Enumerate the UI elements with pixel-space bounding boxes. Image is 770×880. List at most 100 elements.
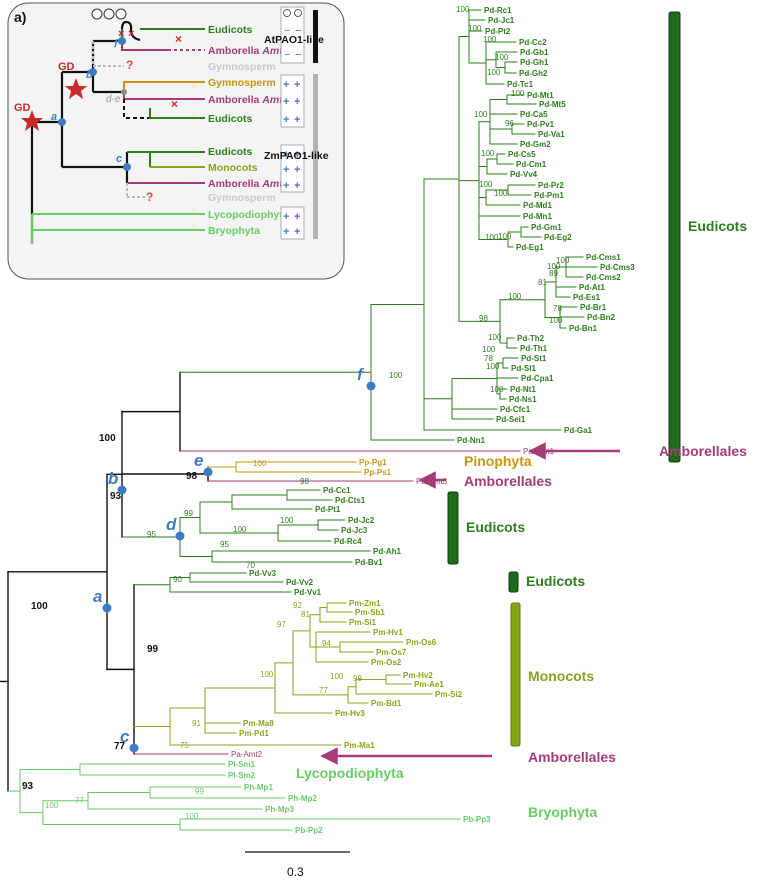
support-value: 100 — [45, 801, 59, 810]
zmpao-bar — [313, 74, 318, 239]
leaf-label: Pd-Jc3 — [341, 526, 368, 535]
leaf-label: Pd-Cc1 — [323, 486, 351, 495]
leaf-label: Pd-Eg2 — [544, 233, 572, 242]
support-value: 100 — [468, 24, 482, 33]
support-value: 81 — [538, 278, 547, 287]
leaf-label: Pd-Mn1 — [523, 212, 552, 221]
node-a-letter: a — [93, 587, 102, 606]
leaf-label: Pd-Pt2 — [485, 27, 511, 36]
state-box: + + + + + + — [280, 74, 305, 128]
support-value: 97 — [277, 620, 286, 629]
svg-text:+: + — [294, 79, 300, 91]
loss-x-icon: × — [175, 32, 182, 46]
clade-label: Amborellales — [528, 749, 616, 765]
svg-text:+: + — [294, 96, 300, 108]
node-letter: b — [86, 69, 93, 81]
svg-text:+: + — [294, 164, 300, 176]
support-value: 78 — [484, 354, 493, 363]
leaf-label: Pb-Pp2 — [295, 826, 323, 835]
leaf-label: Pd-Ns1 — [509, 395, 537, 404]
leaf-label: Pl-Sm1 — [228, 760, 256, 769]
gd-label: GD — [14, 102, 31, 114]
leaf-label: Pa-Amt2 — [231, 750, 263, 759]
node-dot — [121, 89, 127, 95]
leaf-label: Pd-Rc1 — [484, 6, 512, 15]
clade-label: Eudicots — [526, 573, 585, 589]
gd-star-icon — [21, 110, 43, 131]
leaf-label: Pm-Ma1 — [344, 741, 375, 750]
leaf-label: Pm-Ma8 — [243, 719, 274, 728]
leaf-label: Pd-Nn1 — [457, 436, 486, 445]
support-value: 77 — [114, 741, 126, 752]
leaf-label: Pd-Bn2 — [587, 313, 616, 322]
svg-text:−: − — [295, 49, 301, 61]
support-value: 94 — [322, 639, 331, 648]
leaf-label: Pd-Th1 — [520, 344, 548, 353]
support-value: 70 — [246, 561, 255, 570]
leaf-label: Pd-Gh2 — [519, 69, 548, 78]
support-value: 100 — [474, 110, 488, 119]
node-c-letter: c — [120, 727, 130, 746]
support-value: 100 — [511, 89, 525, 98]
inset-taxon: Eudicots — [208, 113, 252, 125]
inset-taxon: Eudicots — [208, 24, 252, 36]
leaf-label: Pp-Pg1 — [359, 458, 387, 467]
node-dot — [123, 163, 131, 171]
leaf-label: Pd-Pt1 — [315, 505, 341, 514]
leaf-label: Pd-Cs5 — [508, 150, 536, 159]
inset-taxon: Eudicots — [208, 146, 252, 158]
clade-label: Amborellales — [464, 473, 552, 489]
svg-text:+: + — [283, 180, 289, 192]
inset-panel: a) — [7, 2, 345, 280]
leaf-label: Pm-Si1 — [349, 618, 377, 627]
node-letter: a — [51, 111, 57, 123]
support-value: 91 — [192, 719, 201, 728]
leaf-label: Pd-Jc1 — [488, 16, 515, 25]
support-value: 99 — [195, 787, 204, 796]
support-value: 100 — [483, 35, 497, 44]
support-value: 100 — [456, 5, 470, 14]
leaf-label: Pd-Rc4 — [334, 537, 362, 546]
leaf-label: Pd-Bn1 — [569, 324, 598, 333]
leaf-label: Pd-Pr2 — [538, 181, 564, 190]
eudicots-bar — [447, 491, 459, 565]
eudicots-bar — [508, 571, 519, 593]
support-value: 100 — [481, 149, 495, 158]
leaf-label: Pd-Vv2 — [286, 578, 314, 587]
state-box: + + + + — [280, 206, 305, 240]
group-label-zmpao: ZmPAO1-like — [264, 150, 329, 162]
node-b-dot — [117, 485, 127, 495]
leaf-label: Pd-Th2 — [517, 334, 545, 343]
scale-label: 0.3 — [287, 865, 304, 879]
leaf-label: Pd-Ah1 — [373, 547, 402, 556]
leaf-label: Pd-Sl1 — [511, 364, 536, 373]
support-value: 100 — [31, 601, 48, 612]
support-value: 96 — [505, 119, 514, 128]
support-value: 93 — [110, 491, 122, 502]
loss-x-icon: × — [171, 97, 178, 111]
node-dot — [118, 37, 126, 45]
leaf-label: Pm-Hv1 — [373, 628, 403, 637]
leaf-label: Pd-Eg1 — [516, 243, 544, 252]
state-box: + + + + + + — [280, 144, 305, 193]
leaf-label: Pd-Ga1 — [564, 426, 593, 435]
unknown-icon: ? — [146, 190, 153, 204]
leaf-label: Pm-Os6 — [406, 638, 437, 647]
leaf-label: Pd-Cts1 — [335, 496, 366, 505]
node-f-dot — [366, 381, 376, 391]
leaf-label: Pp-Ps1 — [364, 468, 392, 477]
support-value: 99 — [147, 644, 159, 655]
support-value: 98 — [300, 477, 309, 486]
svg-text:+: + — [283, 164, 289, 176]
leaf-label: Pd-Nt1 — [510, 385, 536, 394]
inset-taxon: Gymnosperm — [208, 77, 276, 89]
svg-text:+: + — [294, 114, 300, 126]
state-circle-icon — [91, 8, 127, 20]
leaf-label: Pd-Jc2 — [348, 516, 375, 525]
leaf-label: Pm-Os2 — [371, 658, 402, 667]
inset-taxon: Lycopodiophyta — [208, 209, 289, 221]
inset-taxon: Amborella Amt-3 — [208, 94, 292, 106]
leaf-label: Pm-Ae1 — [414, 680, 444, 689]
leaf-label: Pm-Pd1 — [239, 729, 269, 738]
leaf-label: Pd-Mt5 — [539, 100, 566, 109]
